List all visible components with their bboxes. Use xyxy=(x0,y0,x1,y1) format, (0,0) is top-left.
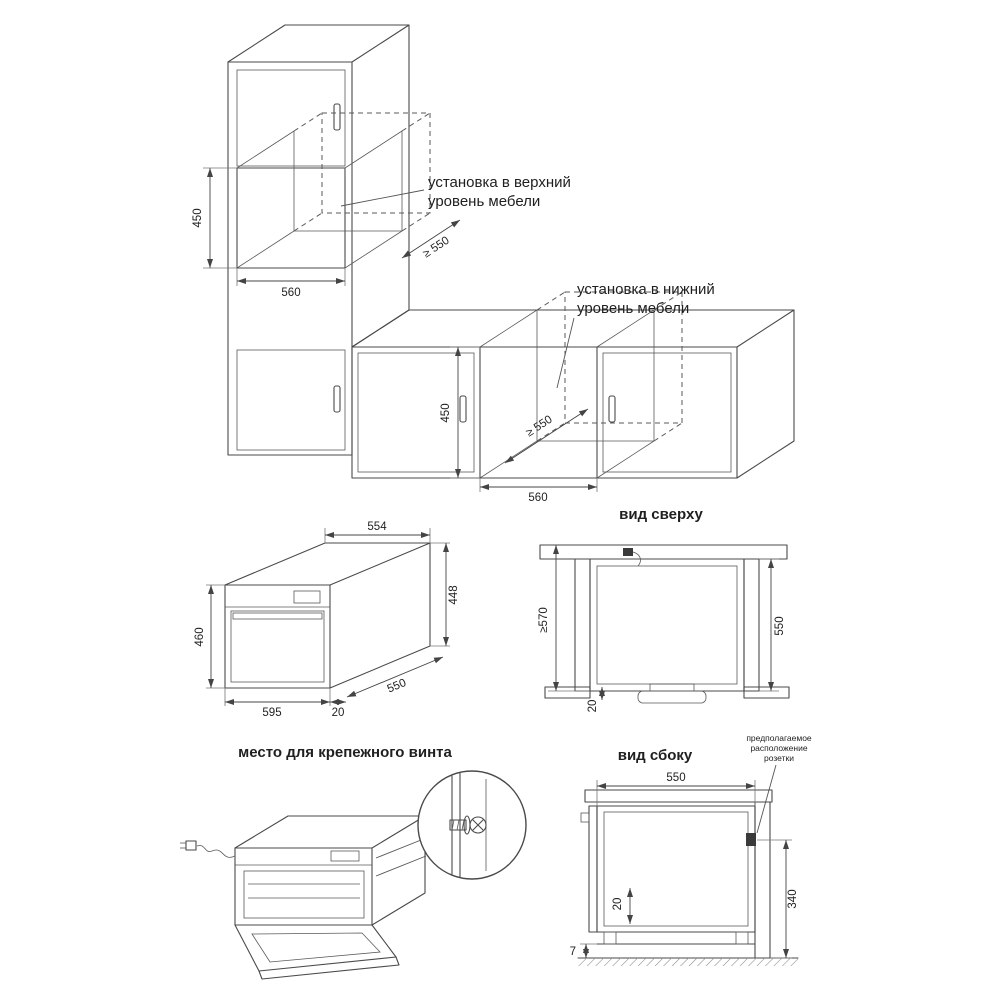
dim-sideview-depth: 550 xyxy=(666,772,685,784)
top-view-title: вид сверху xyxy=(619,506,703,523)
detail-magnifier-circle xyxy=(417,770,527,880)
screw-detail-title: место для крепежного винта xyxy=(238,744,452,761)
door-handle-icon xyxy=(459,395,467,423)
dim-sideview-gap: 20 xyxy=(612,898,624,911)
socket-note-line3: розетки xyxy=(764,753,794,763)
dim-oven-door-gap: 20 xyxy=(332,707,345,719)
upper-install-label-line1: установка в верхний xyxy=(428,174,571,191)
dim-sideview-floor: 7 xyxy=(570,946,576,958)
dim-lower-width: 560 xyxy=(528,492,547,504)
dim-upper-depth: ≥ 550 xyxy=(421,235,452,261)
lower-install-label-line1: установка в нижний xyxy=(577,281,715,298)
upper-cabinet-drawing: 450 560 ≥ 550 xyxy=(192,24,461,456)
side-view-title: вид сбоку xyxy=(618,747,693,764)
dim-oven-bottom-width: 595 xyxy=(262,707,281,719)
dim-topview-width: 550 xyxy=(774,616,786,635)
dim-upper-height: 450 xyxy=(192,208,204,227)
dim-lower-height: 450 xyxy=(440,403,452,422)
dim-oven-top: 554 xyxy=(367,521,387,533)
screw-location-drawing: место для крепежного винта xyxy=(180,744,527,980)
dim-lower-depth: ≥ 550 xyxy=(524,414,555,440)
upper-install-label-line2: уровень мебели xyxy=(428,193,540,210)
dim-upper-width: 560 xyxy=(281,287,300,299)
lower-cabinet-row-drawing: 450 560 ≥ 550 xyxy=(351,291,795,504)
dim-oven-left-height: 460 xyxy=(194,627,206,646)
power-socket-icon xyxy=(746,833,756,846)
dim-topview-depth: ≥570 xyxy=(538,607,550,633)
door-handle-icon xyxy=(333,103,341,131)
door-handle-icon xyxy=(333,385,341,413)
door-handle-icon xyxy=(608,395,616,423)
power-plug-icon xyxy=(185,840,197,851)
lower-install-label-line2: уровень мебели xyxy=(577,300,689,317)
dim-topview-front: 20 xyxy=(587,700,599,713)
mounting-screw-icon xyxy=(449,815,487,835)
door-handle-icon xyxy=(580,812,590,823)
dim-oven-right-height: 448 xyxy=(448,585,460,604)
power-plug-icon xyxy=(623,548,633,556)
power-cable-icon xyxy=(196,845,236,858)
side-view-drawing: вид сбоку предполагаемое расположение ро… xyxy=(570,733,812,966)
oven-dimensions-drawing: 554 448 460 595 20 550 xyxy=(194,521,460,719)
install-labels: установка в верхний уровень мебели устан… xyxy=(340,174,715,389)
socket-note-line2: расположение xyxy=(750,743,807,753)
dim-sideview-socket-height: 340 xyxy=(787,889,799,908)
top-view-drawing: вид сверху ≥570 550 20 xyxy=(538,506,790,713)
socket-note-line1: предполагаемое xyxy=(746,733,812,743)
